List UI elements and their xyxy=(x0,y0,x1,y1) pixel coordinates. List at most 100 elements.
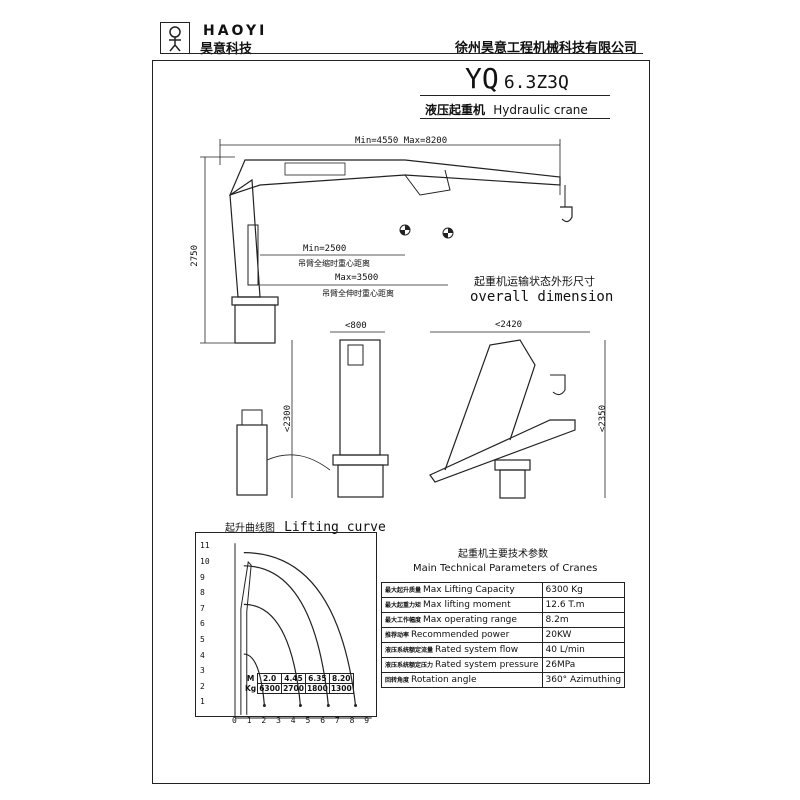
param-label-en: Rated system pressure xyxy=(435,660,539,670)
curve-point-3 xyxy=(326,704,330,708)
y-tick-label: 9 xyxy=(200,572,205,582)
param-label-en: Recommended power xyxy=(411,630,510,640)
x-tick-label: 4 xyxy=(290,716,296,725)
param-value: 26MPa xyxy=(541,657,626,673)
y-tick-label: 8 xyxy=(200,588,205,598)
param-label-en: Rotation angle xyxy=(411,675,477,685)
y-tick-label: 5 xyxy=(200,635,205,644)
dim-side-height: <2300 xyxy=(283,405,293,433)
param-label-cn: 最大工作幅度 xyxy=(385,617,422,624)
param-value: 20KW xyxy=(541,627,626,643)
param-value: 8.2m xyxy=(541,612,626,628)
x-tick-label: 5 xyxy=(305,716,311,725)
dim-boom-span: Min=4550 Max=8200 xyxy=(355,136,448,146)
m-kg-table: M 2.0 4.45 6.35 8.20 Kg 6300 2700 1800 1… xyxy=(244,673,354,694)
x-tick-label: 0 xyxy=(232,716,237,725)
brand-name-cn: 昊意科技 xyxy=(200,42,253,57)
m-value-4: 8.20 xyxy=(328,673,354,684)
kg-label: Kg xyxy=(245,684,257,693)
dim-min-center: Min=2500 xyxy=(303,244,347,254)
x-tick-label: 1 xyxy=(246,716,252,725)
param-label-cn: 液压系统额定压力 xyxy=(385,662,434,669)
kg-value-3: 1800 xyxy=(304,683,330,694)
param-label-cn: 最大起升质量 xyxy=(385,587,422,594)
model-sub: 6.3Z3Q xyxy=(503,72,569,93)
crane-side-drawing xyxy=(200,139,573,344)
brand-name: HAOYI xyxy=(203,23,268,39)
dim-side-width: <800 xyxy=(345,321,367,331)
x-tick-label: 9 xyxy=(364,716,370,725)
crane-front-drawing xyxy=(236,331,606,499)
kg-value-1: 6300 xyxy=(257,683,283,694)
params-title-en: Main Technical Parameters of Cranes xyxy=(413,563,598,574)
m-value-1: 2.0 xyxy=(257,673,283,684)
param-value: 40 L/min xyxy=(541,642,626,658)
dim-min-center-label: 吊臂全缩时重心距离 xyxy=(298,259,370,268)
drawing-frame xyxy=(152,60,650,784)
overall-en: overall dimension xyxy=(470,289,614,305)
param-label-cn: 推荐动率 xyxy=(385,632,410,639)
curve-point-1 xyxy=(262,704,266,708)
header-rule xyxy=(160,53,643,54)
param-label-en: Rated system flow xyxy=(435,645,519,655)
x-tick-label: 2 xyxy=(261,716,267,725)
model-title: YQ 6.3Z3Q xyxy=(465,62,569,95)
title-cn: 液压起重机 xyxy=(425,103,486,117)
params-title-cn: 起重机主要技术参数 xyxy=(458,549,548,560)
dim-height: 2750 xyxy=(190,245,200,267)
param-label-cn: 最大起重力矩 xyxy=(385,602,422,609)
m-value-3: 6.35 xyxy=(304,673,330,684)
company-name: 徐州昊意工程机械科技有限公司 xyxy=(455,41,638,56)
overall-cn: 起重机运输状态外形尺寸 xyxy=(474,275,595,288)
dim-max-center: Max=3500 xyxy=(335,273,379,283)
param-label-cn: 液压系统额定流量 xyxy=(385,647,434,654)
kg-value-4: 1300 xyxy=(328,683,354,694)
lifting-curve-chart xyxy=(234,543,372,719)
title-underline xyxy=(420,95,610,96)
lifting-curve-cn: 起升曲线图 xyxy=(225,523,275,534)
lifting-curve-en: Lifting curve xyxy=(284,520,386,535)
y-tick-label: 6 xyxy=(200,619,205,629)
title-line: 液压起重机 Hydraulic crane xyxy=(425,101,588,118)
param-label-en: Max lifting moment xyxy=(423,600,511,610)
x-tick-label: 7 xyxy=(334,716,340,725)
kg-value-2: 2700 xyxy=(281,683,306,694)
m-label: M xyxy=(246,674,255,683)
curve-point-2 xyxy=(298,704,302,708)
lifting-curve-panel xyxy=(195,532,377,717)
param-label-en: Max Lifting Capacity xyxy=(423,585,515,595)
param-label-cn: 回转角度 xyxy=(385,677,410,684)
m-value-2: 4.45 xyxy=(281,673,306,684)
title-en: Hydraulic crane xyxy=(493,103,588,117)
param-value: 360° Azimuthing xyxy=(541,672,626,688)
y-tick-label: 11 xyxy=(200,541,210,551)
curve-point-4 xyxy=(354,704,358,708)
x-tick-label: 6 xyxy=(320,716,326,725)
curve-4 xyxy=(243,552,357,706)
y-tick-label: 4 xyxy=(200,650,205,660)
param-value: 6300 Kg xyxy=(541,582,626,598)
dim-max-center-label: 吊臂全伸时重心距离 xyxy=(322,289,394,298)
lifting-curve-title: 起升曲线图 Lifting curve xyxy=(225,516,386,535)
y-tick-label: 10 xyxy=(200,557,210,566)
x-tick-label: 8 xyxy=(349,716,355,725)
dim-transport-height: <2350 xyxy=(598,405,608,433)
haoyi-logo-icon xyxy=(169,26,181,52)
y-tick-label: 7 xyxy=(200,603,205,613)
model-main: YQ xyxy=(465,62,499,95)
dim-transport-width: <2420 xyxy=(495,320,523,330)
